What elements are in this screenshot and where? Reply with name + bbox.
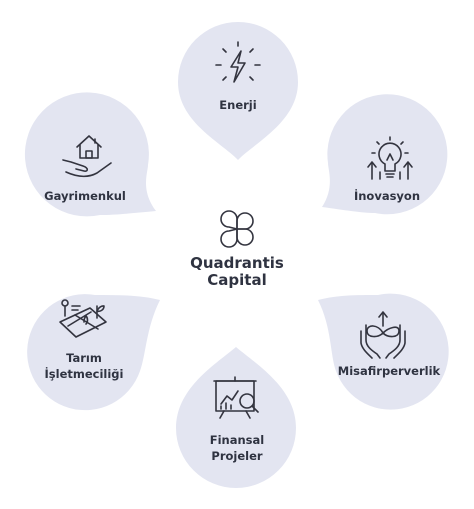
sector-label-isletmeciligi: İşletmeciliği (45, 366, 124, 381)
petal-inovasyon (322, 94, 448, 215)
brand-name-line1: Quadrantis (190, 254, 284, 272)
four-petal-logo-icon (220, 210, 254, 248)
petal-gayrimenkul (24, 92, 157, 217)
sector-misafirperverlik: Misafirperverlik (318, 293, 449, 410)
sector-inovasyon: İnovasyon (322, 94, 448, 215)
sector-tarim-isletmeciligi: Tarım İşletmeciliği (27, 294, 160, 411)
sector-label-inovasyon: İnovasyon (354, 188, 420, 203)
sector-label-tarim: Tarım (66, 351, 102, 365)
sector-finansal-projeler: Finansal Projeler (176, 347, 296, 488)
sector-label-finansal: Finansal (210, 433, 264, 447)
sector-label-enerji: Enerji (219, 98, 256, 112)
lightbulb-growth-icon (367, 136, 413, 180)
sector-enerji: Enerji (178, 21, 298, 161)
sector-gayrimenkul: Gayrimenkul (24, 92, 157, 217)
sector-label-gayrimenkul: Gayrimenkul (44, 189, 126, 203)
petal-enerji (178, 21, 298, 161)
center-brand: Quadrantis Capital (190, 210, 284, 289)
house-in-hand-icon (62, 135, 112, 178)
lightning-bolt-icon (215, 41, 261, 83)
petal-misafirperverlik (318, 293, 449, 410)
petal-finansal-projeler (176, 347, 296, 488)
brand-name-line2: Capital (207, 271, 266, 289)
hands-infinity-icon (360, 311, 406, 359)
sector-label-misafirperverlik: Misafirperverlik (338, 364, 441, 378)
chart-presentation-magnifier-icon (213, 376, 259, 419)
sector-label-projeler: Projeler (211, 449, 262, 463)
sprout-field-icon (59, 299, 107, 338)
